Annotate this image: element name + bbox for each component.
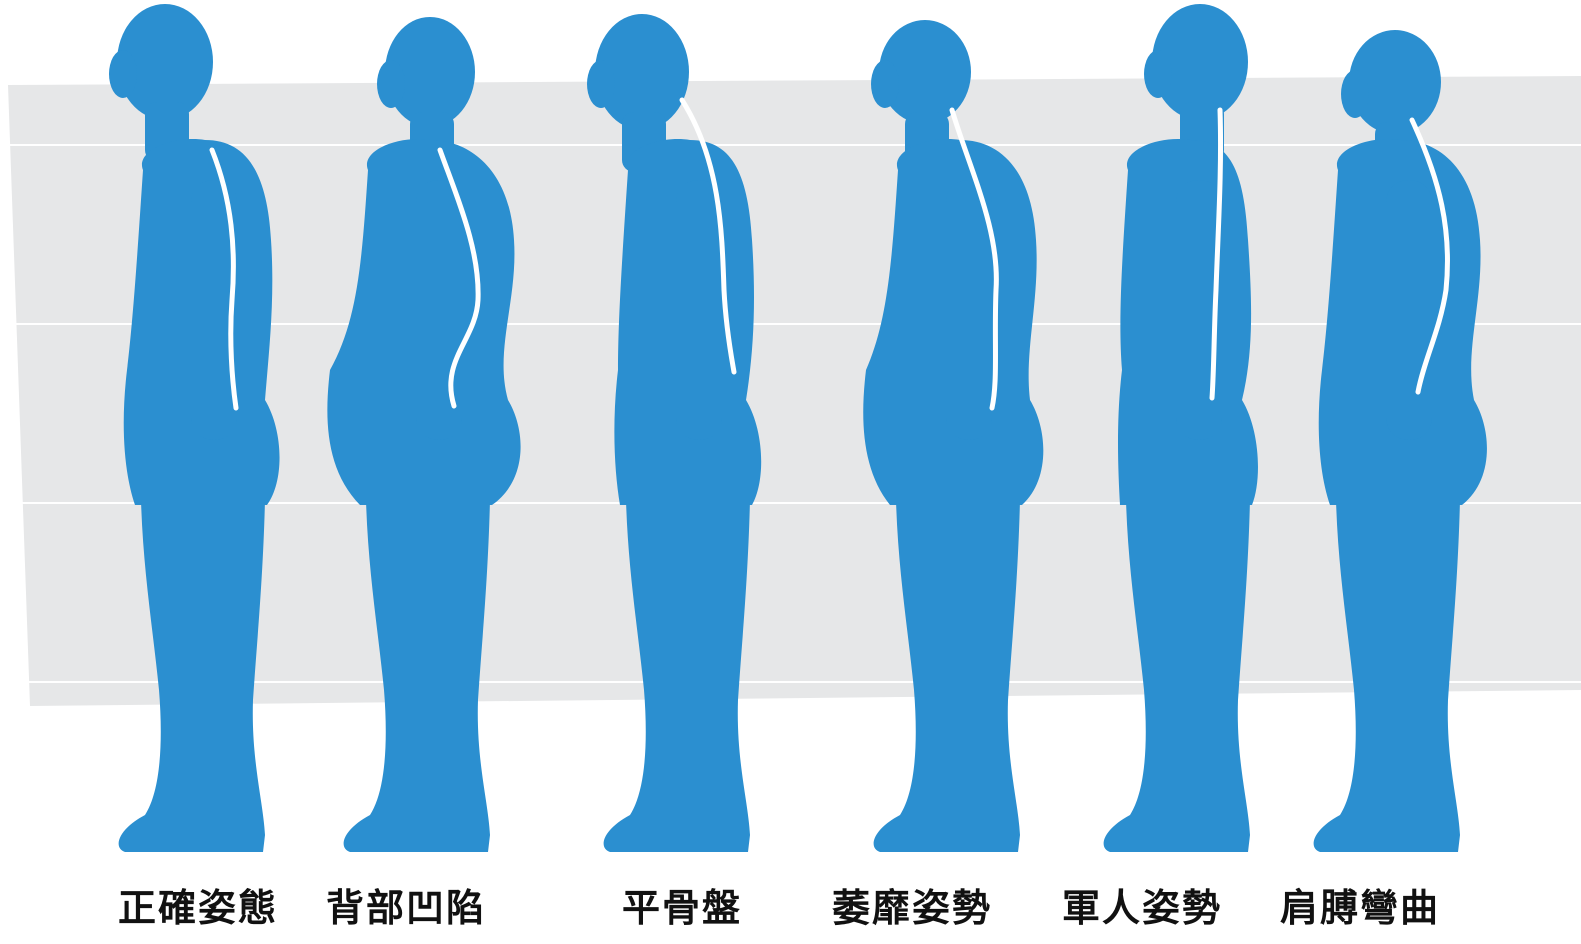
face-shape xyxy=(1144,50,1172,98)
face-shape xyxy=(109,50,137,98)
face-shape xyxy=(587,60,615,108)
label-round-shoulders: 肩膊彎曲 xyxy=(1280,883,1440,933)
face-shape xyxy=(377,60,405,108)
arm-shape xyxy=(676,180,722,440)
label-military: 軍人姿勢 xyxy=(1062,883,1222,933)
arm-shape xyxy=(1386,180,1432,440)
label-sway-back: 背部凹陷 xyxy=(326,883,486,933)
label-correct-posture: 正確姿態 xyxy=(118,883,278,933)
label-slouched: 萎靡姿勢 xyxy=(832,883,992,933)
label-flat-pelvis: 平骨盤 xyxy=(622,883,742,933)
face-shape xyxy=(871,60,899,108)
face-shape xyxy=(1341,70,1369,118)
